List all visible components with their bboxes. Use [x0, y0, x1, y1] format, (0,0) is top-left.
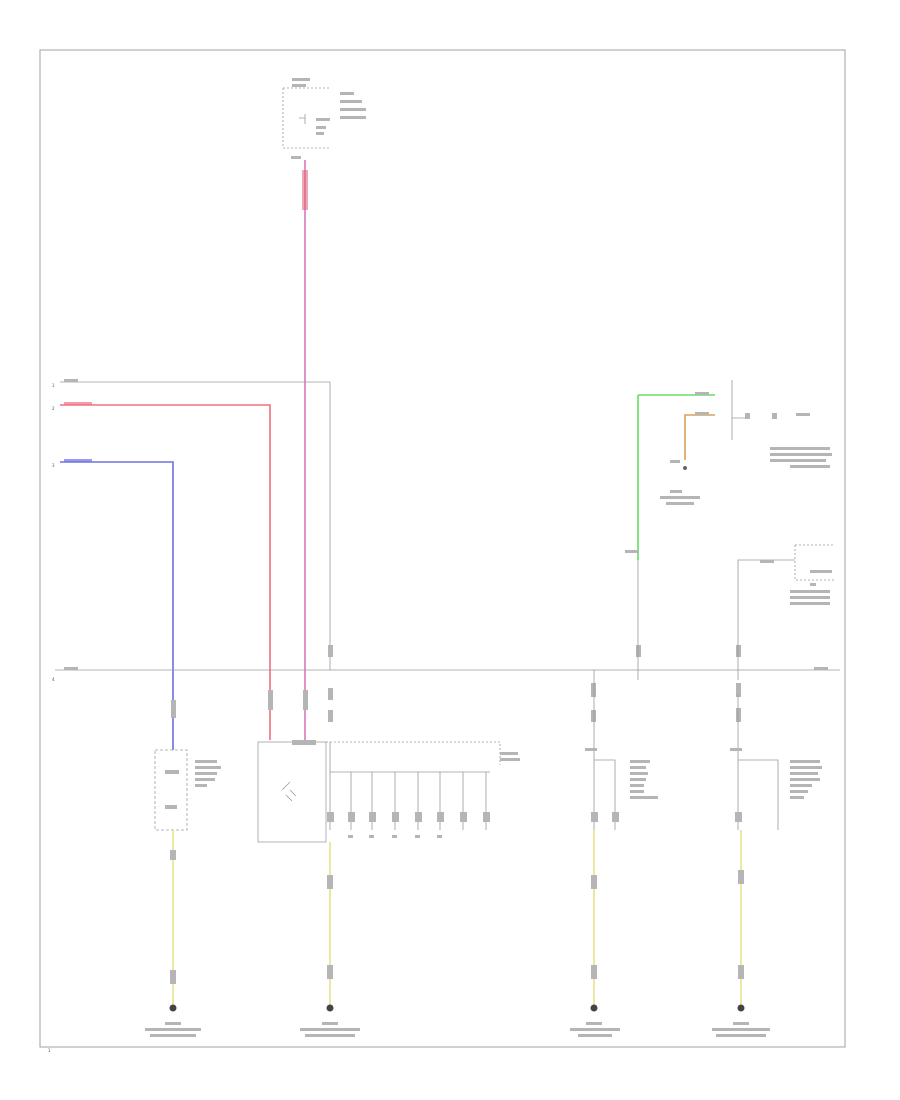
component-lower-far-right [730, 695, 822, 830]
wire-red [60, 404, 271, 740]
svg-text:1: 1 [52, 383, 55, 388]
ground-point-1 [145, 1004, 201, 1037]
ground-point-2 [300, 1004, 360, 1037]
wire-blue [60, 461, 174, 750]
control-module-center [257, 740, 520, 843]
svg-text:2: 2 [52, 406, 55, 411]
component-middle-right [737, 544, 835, 680]
connector-markers [171, 645, 741, 722]
diagram-frame [39, 49, 846, 1048]
bus-line-top [60, 381, 331, 670]
component-lower-mid-right [585, 670, 658, 830]
relay-upper-right [625, 380, 832, 680]
page-number: 1 [48, 1048, 51, 1053]
branch-connectors [327, 742, 490, 838]
switch-module-left [154, 749, 221, 831]
svg-text:3: 3 [52, 463, 55, 468]
ground-point-4 [712, 1004, 770, 1037]
fuse-block-top [282, 78, 366, 159]
svg-text:4: 4 [52, 677, 55, 682]
ground-point-3 [570, 1004, 620, 1037]
